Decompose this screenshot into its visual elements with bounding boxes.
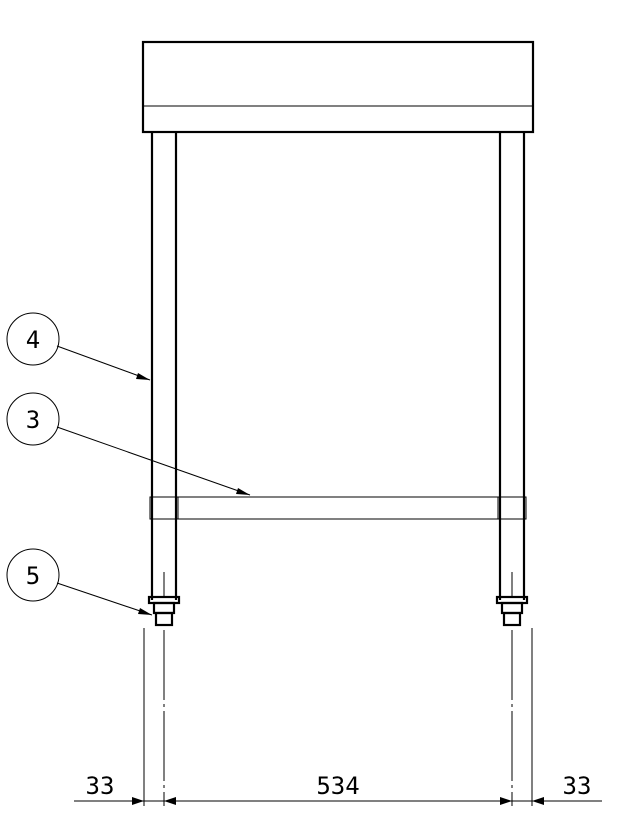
table-top (141, 40, 535, 134)
dimension-left-offset: 33 (86, 772, 115, 800)
left-leg (149, 132, 179, 600)
callout-5-label: 5 (26, 562, 40, 590)
left-foot (147, 595, 181, 627)
dimension-right-offset: 33 (563, 772, 592, 800)
leg-centerlines (163, 572, 513, 806)
callout-4: 4 (6, 312, 151, 381)
callout-3-label: 3 (26, 406, 40, 434)
dimension-span: 534 (316, 772, 359, 800)
dimension-line (74, 797, 602, 805)
right-leg (497, 132, 527, 600)
callout-4-label: 4 (26, 326, 40, 354)
right-foot (495, 595, 529, 627)
callout-5: 5 (6, 548, 153, 616)
crossbar (178, 496, 498, 520)
extension-lines (143, 628, 533, 806)
callout-3: 3 (6, 392, 251, 496)
